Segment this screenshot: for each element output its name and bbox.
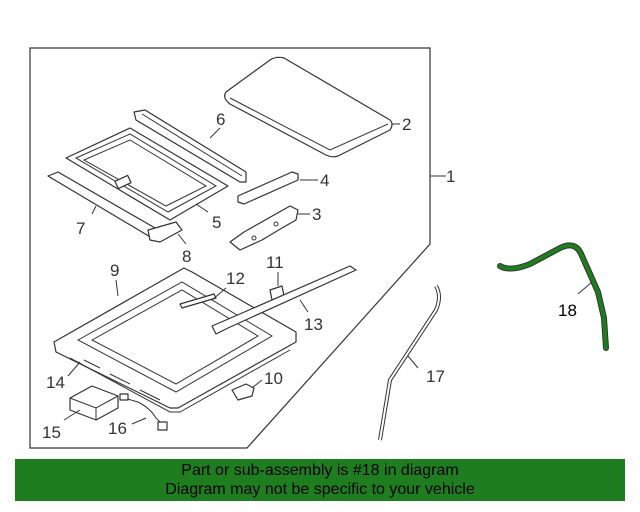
part-10-clip xyxy=(231,383,255,401)
callout-13: 13 xyxy=(304,315,323,334)
callout-17: 17 xyxy=(426,367,445,386)
part-15-motor xyxy=(69,385,119,421)
part-6-front-trim xyxy=(133,109,247,183)
part-12-strip xyxy=(179,293,217,309)
part-2-glass-panel xyxy=(224,56,393,158)
callout-16: 16 xyxy=(108,419,127,438)
callout-5: 5 xyxy=(212,213,221,232)
part-18-highlighted-hose xyxy=(497,242,609,351)
part-17-drain-hose xyxy=(378,284,441,441)
callout-18: 18 xyxy=(558,301,577,320)
part-9-main-frame xyxy=(53,267,297,413)
callout-7: 7 xyxy=(76,219,85,238)
part-8-bracket xyxy=(147,221,183,243)
callout-9: 9 xyxy=(110,261,119,280)
callout-6: 6 xyxy=(216,110,225,129)
callout-12: 12 xyxy=(226,269,245,288)
leader-lines xyxy=(63,123,593,425)
callout-8: 8 xyxy=(182,247,191,266)
callout-2: 2 xyxy=(402,115,411,134)
callout-3: 3 xyxy=(312,205,321,224)
callout-1: 1 xyxy=(446,167,455,186)
callout-15: 15 xyxy=(42,423,61,442)
callout-10: 10 xyxy=(264,369,283,388)
callout-14: 14 xyxy=(46,373,65,392)
parts-diagram: 1 2 3 4 5 6 7 8 9 10 11 12 13 14 15 16 1… xyxy=(29,47,609,449)
part-13-seal-strip xyxy=(211,265,357,335)
banner-line-1: Part or sub-assembly is #18 in diagram xyxy=(181,462,459,479)
callout-11: 11 xyxy=(266,253,284,272)
part-5-sunshade-frame xyxy=(65,127,229,221)
part-16-harness xyxy=(119,393,168,431)
info-banner: Part or sub-assembly is #18 in diagram D… xyxy=(15,459,625,501)
banner-line-2: Diagram may not be specific to your vehi… xyxy=(165,481,475,498)
part-3-rail-bracket xyxy=(229,205,299,251)
part-4-guide-rail xyxy=(237,171,299,205)
callout-4: 4 xyxy=(320,171,329,190)
